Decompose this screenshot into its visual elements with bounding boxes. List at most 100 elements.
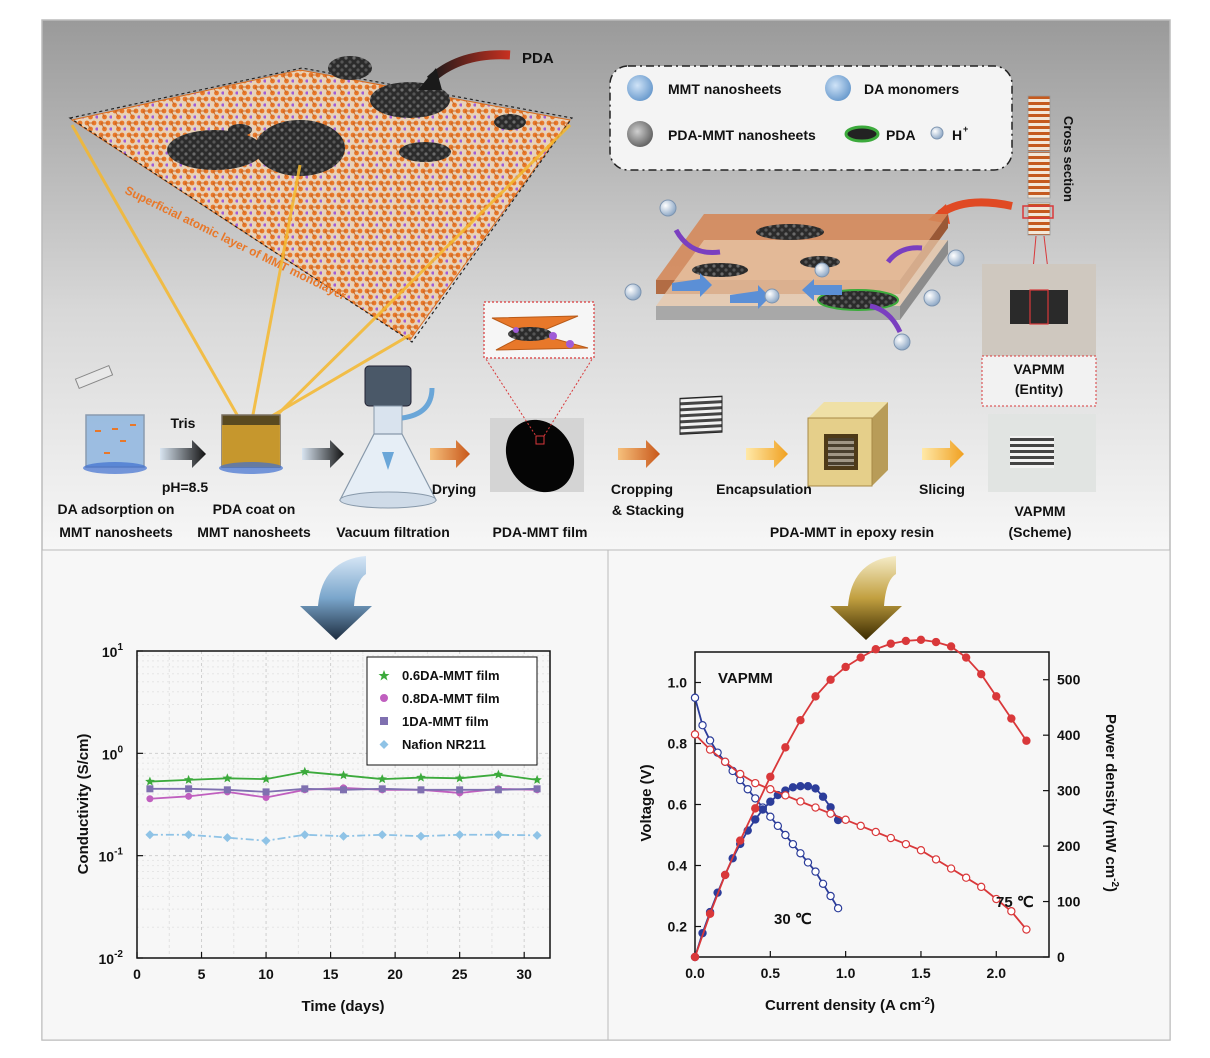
voltage-point [781, 830, 790, 840]
x-tick-label: 1.5 [911, 965, 931, 981]
data-point [261, 836, 271, 846]
dropper-icon [74, 364, 114, 390]
y-tick-label: 0.8 [668, 736, 688, 752]
power-point [735, 836, 745, 845]
step2-label-line2: MMT nanosheets [197, 524, 311, 540]
legend-series-2: 0.8DA-MMT film [402, 691, 500, 706]
vapmm-scheme-slice [988, 414, 1096, 492]
cropping-label-line1: Cropping [611, 481, 673, 497]
voltage-point [796, 849, 805, 858]
x-tick-label: 1.0 [836, 965, 856, 981]
da-monomers-icon [825, 75, 851, 101]
x-tick-label: 0.5 [761, 965, 781, 981]
power-point [720, 870, 730, 880]
x-tick-label: 25 [452, 966, 468, 982]
polarization-right-axis-label: Power density (mW cm-2) [1102, 714, 1120, 892]
data-point [416, 831, 426, 841]
data-point [146, 795, 154, 803]
power-point [818, 792, 828, 801]
data-point [300, 766, 310, 776]
pda-pointer-arrowhead [418, 68, 442, 90]
x-tick-label: 5 [198, 966, 206, 982]
legend-h: H [952, 127, 962, 143]
data-point [378, 785, 386, 793]
stacked-film-pieces [679, 395, 723, 435]
data-point [532, 830, 542, 840]
voltage-point [977, 882, 986, 892]
polarization-series [690, 635, 1031, 962]
polarization-y-axis-label: Voltage (V) [638, 764, 655, 841]
legend-series-1: 0.6DA-MMT film [402, 668, 500, 683]
y-tick-label: 0.4 [668, 858, 688, 874]
right-y-tick-label: 400 [1057, 727, 1081, 743]
y-tick-label: 0.2 [668, 919, 688, 935]
beaker-da-adsorption [74, 364, 147, 474]
voltage-point [788, 839, 798, 849]
voltage-point [826, 809, 835, 818]
data-point [377, 774, 387, 784]
data-point [301, 785, 309, 793]
monolayer-dashed-outline [68, 67, 574, 343]
voltage-point [781, 791, 790, 800]
tris-label: Tris [171, 415, 196, 431]
conductivity-plot-frame [136, 650, 551, 959]
power-point [796, 782, 805, 791]
voltage-point [773, 821, 783, 831]
data-point [493, 769, 504, 779]
star-marker-icon [378, 670, 390, 681]
right-y-tick-label: 500 [1057, 672, 1081, 688]
pda-cluster [399, 142, 451, 162]
voltage-point [751, 794, 760, 803]
voltage-point [856, 821, 865, 831]
pda-mmt-film [483, 355, 595, 493]
right-y-tick-label: 0 [1057, 949, 1065, 965]
legend-h-superscript: + [963, 124, 968, 134]
x-tick-label: 30 [516, 966, 532, 982]
data-point [338, 770, 349, 780]
voltage-point [871, 827, 880, 837]
step1-label-line2: MMT nanosheets [59, 524, 173, 540]
voltage-point [916, 846, 926, 855]
entity-label-line1: VAPMM [1013, 361, 1064, 377]
scheme-label-line1: VAPMM [1014, 503, 1065, 519]
power-point [811, 692, 820, 701]
x-tick-label: 0 [133, 966, 141, 982]
power-point [758, 805, 767, 814]
data-point [185, 792, 193, 800]
data-point [262, 788, 270, 796]
power-point [796, 716, 805, 725]
power-point [946, 642, 956, 651]
entity-label-line2: (Entity) [1015, 381, 1063, 397]
data-point [454, 773, 465, 783]
data-point [377, 830, 387, 840]
conductivity-y-axis-label: Conductivity (S/cm) [75, 734, 92, 875]
circle-marker-icon [380, 694, 388, 702]
power-point [751, 815, 760, 824]
voltage-point [751, 778, 760, 788]
drying-label: Drying [432, 481, 476, 497]
conductivity-x-axis-label: Time (days) [301, 998, 384, 1015]
x-tick-label: 10 [258, 966, 274, 982]
data-point [146, 785, 154, 793]
data-point [185, 785, 193, 793]
membrane-schematic [624, 199, 965, 351]
voltage-point [766, 812, 775, 821]
data-point [417, 786, 425, 794]
vapmm-entity-caption-box [981, 355, 1097, 407]
voltage-point [1007, 907, 1016, 916]
power-point [992, 692, 1001, 701]
power-point [766, 772, 775, 781]
x-tick-label: 0.0 [685, 965, 705, 981]
power-point [1022, 736, 1031, 745]
pda-cluster [167, 130, 263, 170]
legend-pda-mmt: PDA-MMT nanosheets [668, 127, 816, 143]
conductivity-grid [137, 651, 550, 958]
power-point [690, 952, 700, 962]
power-point [931, 637, 941, 647]
x-tick-label: 20 [387, 966, 403, 982]
voltage-point [886, 833, 896, 843]
voltage-point [705, 736, 715, 745]
epoxy-resin-block [807, 402, 888, 487]
